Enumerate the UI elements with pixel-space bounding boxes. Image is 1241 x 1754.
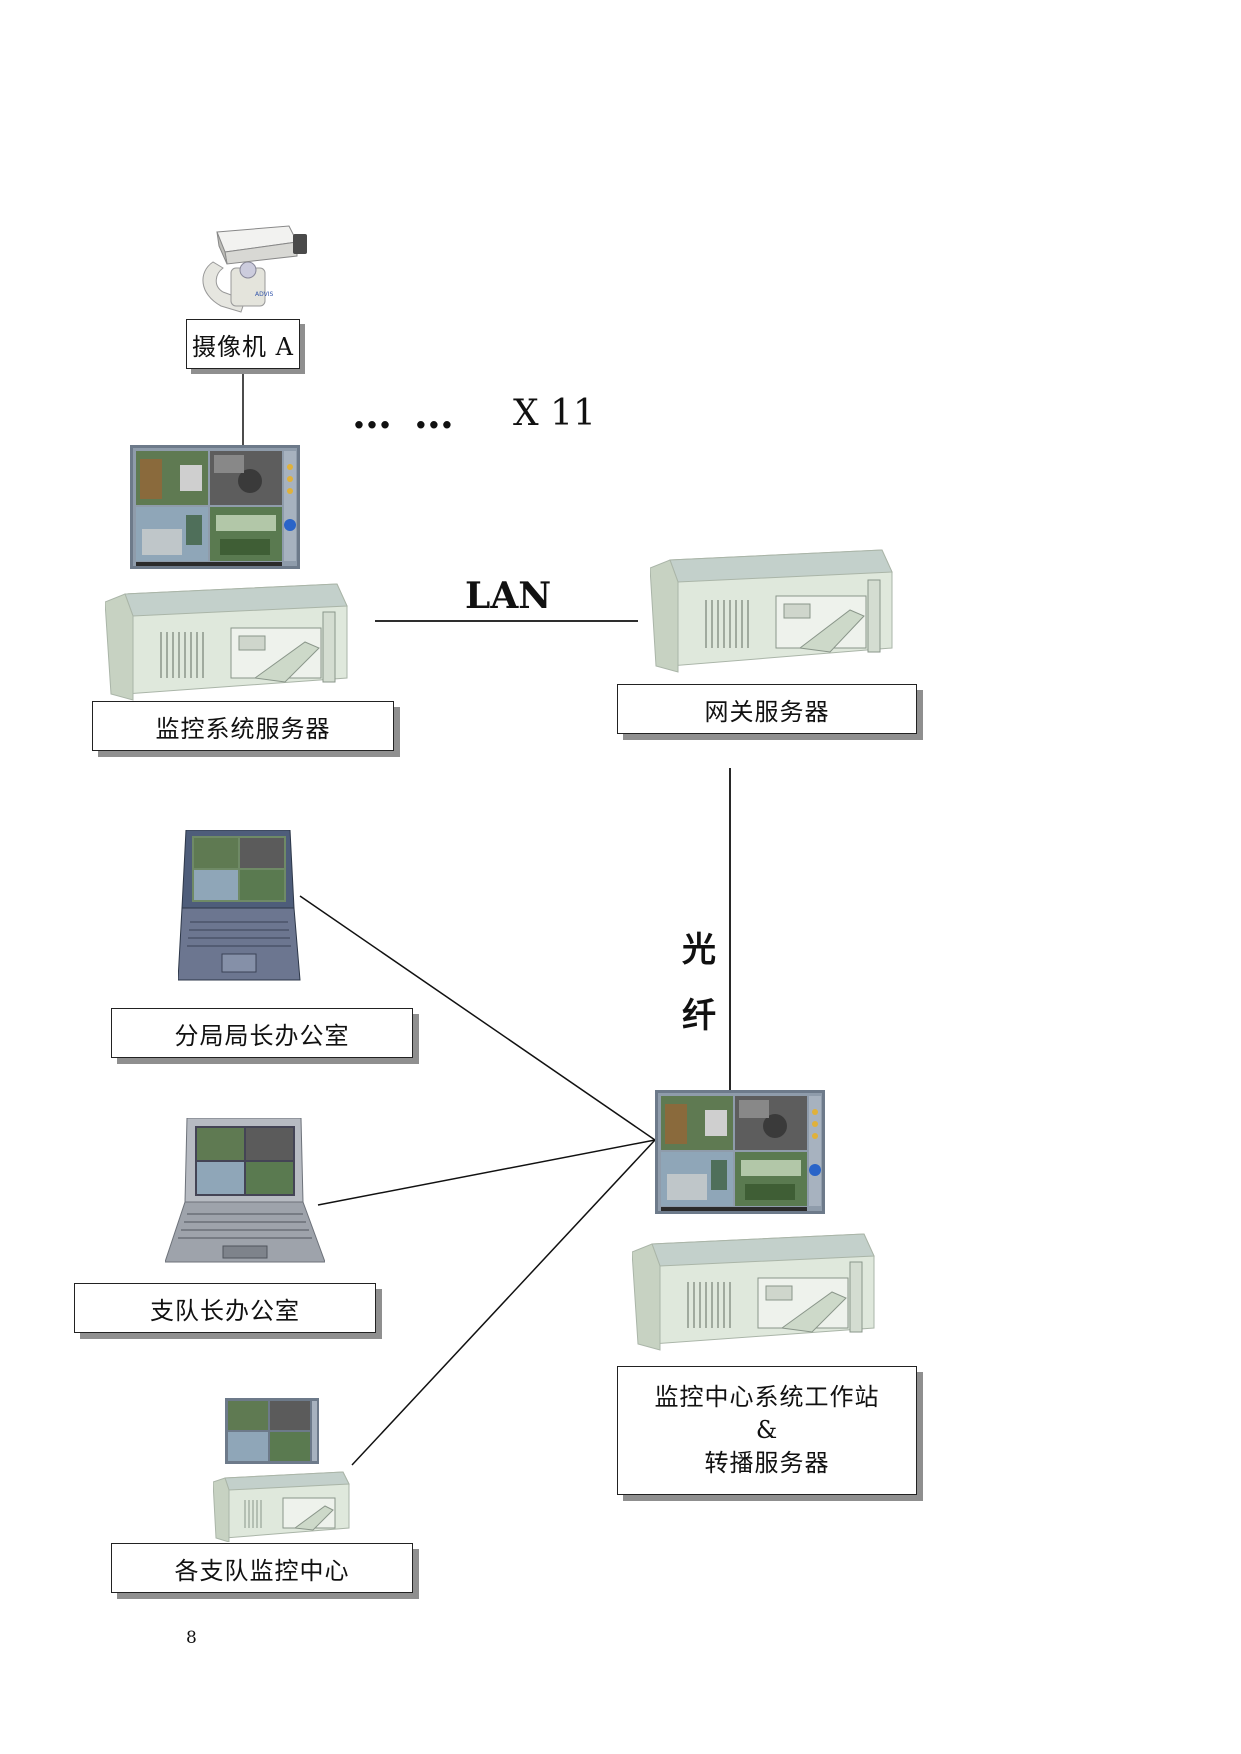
detachment-center-label-box: 各支队监控中心 xyxy=(111,1543,413,1593)
svg-text:ADVIS: ADVIS xyxy=(255,291,273,298)
detachment-office-label-box: 支队长办公室 xyxy=(74,1283,376,1333)
detachment-center-label: 各支队监控中心 xyxy=(174,1556,350,1585)
camera-icon: ADVIS xyxy=(202,225,307,313)
monitor-screen-icon xyxy=(130,445,300,569)
fiber-label-char1: 光 xyxy=(682,930,716,970)
gateway-rack-icon xyxy=(650,549,893,673)
branch-office-link xyxy=(299,895,656,1141)
detachment-center-link xyxy=(351,1139,656,1466)
lan-label: LAN xyxy=(465,575,552,617)
branch-office-label-box: 分局局长办公室 xyxy=(111,1008,413,1058)
gateway-server-label-box: 网关服务器 xyxy=(617,684,917,734)
small-monitor-icon xyxy=(225,1398,319,1464)
center-workstation-label-box: 监控中心系统工作站 & 转播服务器 xyxy=(617,1366,917,1495)
multiplier-text: X 11 xyxy=(513,393,596,434)
camera-label-box: 摄像机 A xyxy=(186,319,300,369)
center-workstation-label-line3: 转播服务器 xyxy=(704,1449,830,1477)
branch-office-label: 分局局长办公室 xyxy=(174,1021,350,1050)
server-rack-icon xyxy=(105,583,348,701)
center-rack-icon xyxy=(632,1233,875,1351)
center-monitor-icon xyxy=(655,1090,825,1214)
monitor-server-label-box: 监控系统服务器 xyxy=(92,701,394,751)
camera-label: 摄像机 A xyxy=(192,332,294,361)
detachment-office-link xyxy=(317,1139,656,1206)
center-workstation-label-line2: & xyxy=(755,1416,779,1444)
detachment-office-label: 支队长办公室 xyxy=(150,1296,300,1325)
laptop-icon xyxy=(178,830,301,981)
monitor-server-label: 监控系统服务器 xyxy=(155,714,331,743)
ellipsis-text: … … xyxy=(352,391,458,438)
fiber-label-char2: 纤 xyxy=(682,996,716,1036)
laptop-silver-icon xyxy=(165,1118,325,1263)
small-rack-icon xyxy=(213,1471,350,1542)
gateway-server-label: 网关服务器 xyxy=(704,697,830,726)
page-number: 8 xyxy=(186,1628,197,1648)
center-workstation-label-line1: 监控中心系统工作站 xyxy=(654,1383,880,1411)
